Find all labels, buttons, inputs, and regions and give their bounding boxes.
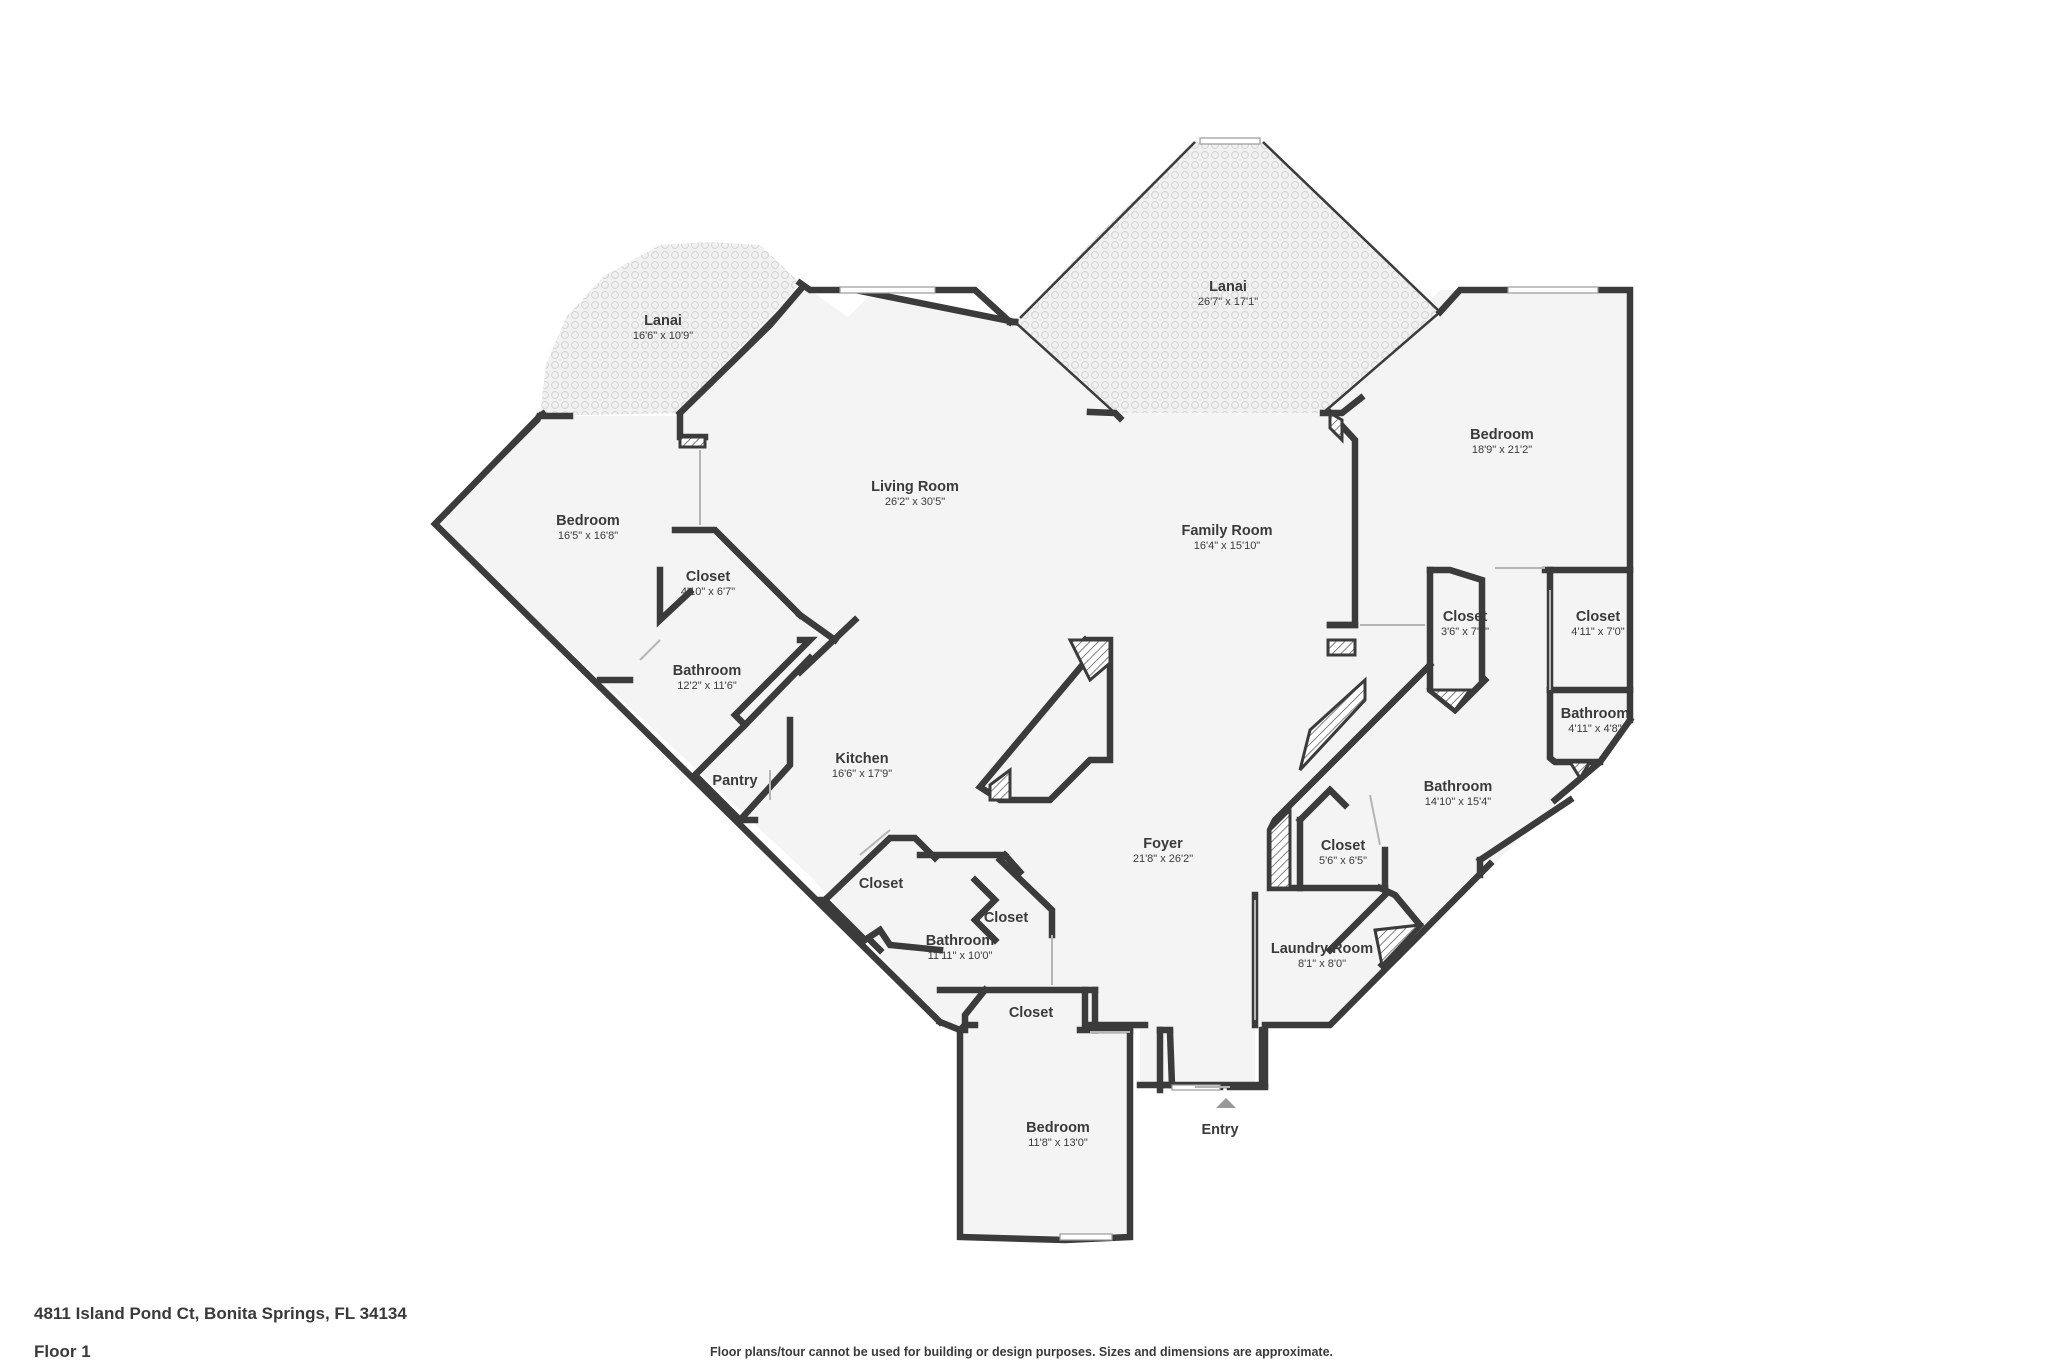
room-label-bedroom-left: Bedroom 16'5" x 16'8" bbox=[556, 513, 620, 542]
svg-text:3'6" x 7'0": 3'6" x 7'0" bbox=[1441, 626, 1489, 638]
svg-text:Entry: Entry bbox=[1201, 1122, 1238, 1138]
svg-text:Foyer: Foyer bbox=[1143, 836, 1183, 852]
svg-text:Bedroom: Bedroom bbox=[1470, 427, 1534, 443]
svg-text:11'11" x 10'0": 11'11" x 10'0" bbox=[928, 950, 993, 962]
svg-text:Bathroom: Bathroom bbox=[673, 663, 741, 679]
room-label-foyer: Foyer 21'8" x 26'2" bbox=[1133, 836, 1193, 865]
svg-text:21'8" x 26'2": 21'8" x 26'2" bbox=[1133, 853, 1193, 865]
svg-text:Closet: Closet bbox=[859, 876, 903, 892]
svg-text:26'7" x 17'1": 26'7" x 17'1" bbox=[1198, 296, 1258, 308]
svg-text:Living Room: Living Room bbox=[871, 479, 959, 495]
svg-text:Kitchen: Kitchen bbox=[835, 751, 888, 767]
svg-text:16'4" x 15'10": 16'4" x 15'10" bbox=[1194, 540, 1261, 552]
svg-text:Bathroom: Bathroom bbox=[1424, 779, 1492, 795]
svg-text:Family Room: Family Room bbox=[1181, 523, 1272, 539]
svg-text:Lanai: Lanai bbox=[644, 313, 682, 329]
svg-text:4'11" x 7'0": 4'11" x 7'0" bbox=[1571, 626, 1624, 638]
room-label-bathroom-mid: Bathroom 11'11" x 10'0" bbox=[926, 933, 994, 962]
room-label-bedroom-bottom: Bedroom 11'8" x 13'0" bbox=[1026, 1120, 1090, 1149]
svg-text:5'6" x 6'5": 5'6" x 6'5" bbox=[1319, 855, 1367, 867]
svg-text:4'10" x 6'7": 4'10" x 6'7" bbox=[681, 586, 735, 598]
svg-text:8'1" x 8'0": 8'1" x 8'0" bbox=[1298, 958, 1346, 970]
svg-text:Bedroom: Bedroom bbox=[556, 513, 620, 529]
entry-arrow-icon bbox=[1216, 1098, 1236, 1108]
svg-text:Closet: Closet bbox=[1321, 838, 1365, 854]
svg-text:Laundry Room: Laundry Room bbox=[1271, 941, 1373, 957]
structural-columns bbox=[678, 410, 1593, 969]
svg-text:Closet: Closet bbox=[984, 910, 1028, 926]
svg-text:18'9" x 21'2": 18'9" x 21'2" bbox=[1472, 444, 1532, 456]
doors bbox=[639, 450, 1551, 1088]
svg-text:Closet: Closet bbox=[1576, 609, 1620, 625]
svg-text:Bedroom: Bedroom bbox=[1026, 1120, 1090, 1136]
room-label-closet-right-c: Closet 5'6" x 6'5" bbox=[1319, 838, 1367, 867]
room-label-bathroom-left: Bathroom 12'2" x 11'6" bbox=[673, 663, 741, 692]
room-label-closet-bottom: Closet bbox=[1009, 1005, 1053, 1021]
room-label-laundry: Laundry Room 8'1" x 8'0" bbox=[1271, 941, 1373, 970]
room-label-family-room: Family Room 16'4" x 15'10" bbox=[1181, 523, 1272, 552]
room-label-closet-mid-small: Closet bbox=[984, 910, 1028, 926]
disclaimer-text: Floor plans/tour cannot be used for buil… bbox=[710, 1345, 1334, 1359]
svg-text:26'2" x 30'5": 26'2" x 30'5" bbox=[885, 496, 945, 508]
room-label-pantry: Pantry bbox=[712, 773, 757, 789]
svg-text:12'2" x 11'6": 12'2" x 11'6" bbox=[677, 680, 737, 692]
svg-text:Closet: Closet bbox=[686, 569, 730, 585]
room-label-closet-left: Closet 4'10" x 6'7" bbox=[681, 569, 735, 598]
svg-text:14'10" x 15'4": 14'10" x 15'4" bbox=[1425, 796, 1492, 808]
room-label-living-room: Living Room 26'2" x 30'5" bbox=[871, 479, 959, 508]
floor-label: Floor 1 bbox=[34, 1342, 91, 1361]
room-label-kitchen: Kitchen 16'6" x 17'9" bbox=[832, 751, 892, 780]
floor-fill bbox=[435, 290, 1630, 1237]
svg-text:Lanai: Lanai bbox=[1209, 279, 1247, 295]
room-label-entry: Entry bbox=[1201, 1122, 1238, 1138]
room-label-closet-right-b: Closet 4'11" x 7'0" bbox=[1571, 609, 1624, 638]
room-label-lanai-left: Lanai 16'6" x 10'9" bbox=[633, 313, 693, 342]
svg-text:4'11" x 4'8": 4'11" x 4'8" bbox=[1568, 723, 1621, 735]
room-label-bedroom-right: Bedroom 18'9" x 21'2" bbox=[1470, 427, 1534, 456]
svg-text:16'6" x 10'9": 16'6" x 10'9" bbox=[633, 330, 693, 342]
svg-text:Closet: Closet bbox=[1009, 1005, 1053, 1021]
svg-text:11'8" x 13'0": 11'8" x 13'0" bbox=[1028, 1137, 1088, 1149]
room-label-bathroom-right: Bathroom 14'10" x 15'4" bbox=[1424, 779, 1492, 808]
room-label-closet-mid: Closet bbox=[859, 876, 903, 892]
exterior-walls bbox=[430, 278, 1635, 1244]
room-label-bathroom-small: Bathroom 4'11" x 4'8" bbox=[1561, 706, 1629, 735]
lanai-left-area bbox=[540, 242, 800, 416]
room-label-lanai-top: Lanai 26'7" x 17'1" bbox=[1198, 279, 1258, 308]
room-label-closet-right-a: Closet 3'6" x 7'0" bbox=[1441, 609, 1489, 638]
svg-text:Bathroom: Bathroom bbox=[1561, 706, 1629, 722]
property-address: 4811 Island Pond Ct, Bonita Springs, FL … bbox=[34, 1304, 407, 1323]
svg-text:16'6" x 17'9": 16'6" x 17'9" bbox=[832, 768, 892, 780]
svg-text:Pantry: Pantry bbox=[712, 773, 757, 789]
svg-text:Bathroom: Bathroom bbox=[926, 933, 994, 949]
svg-text:Closet: Closet bbox=[1443, 609, 1487, 625]
svg-text:16'5" x 16'8": 16'5" x 16'8" bbox=[558, 530, 618, 542]
